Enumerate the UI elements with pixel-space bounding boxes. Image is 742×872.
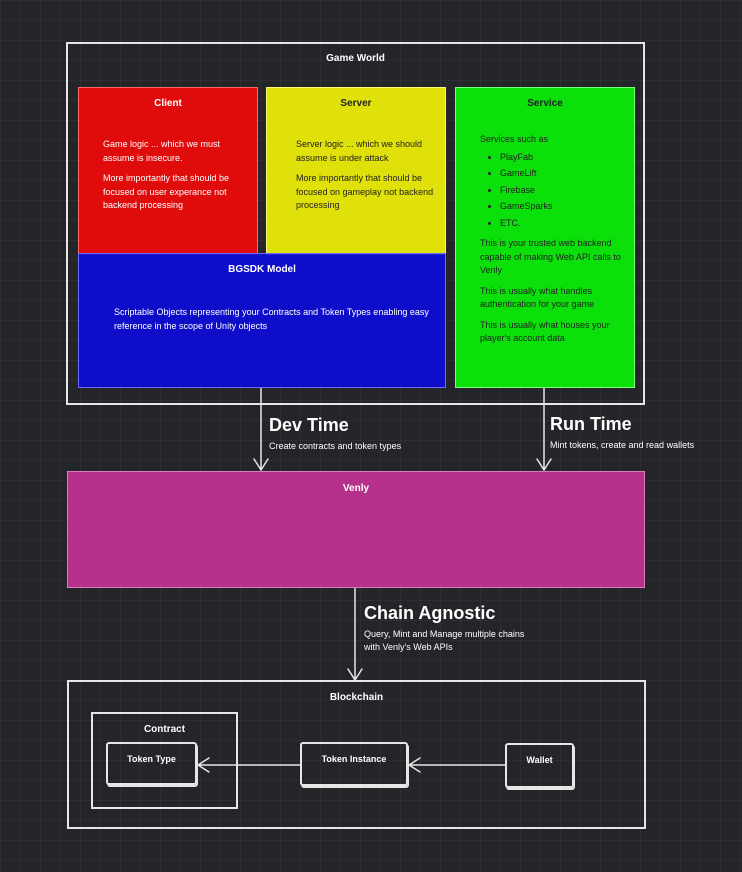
chain-agnostic-title: Chain Agnostic [364, 603, 496, 623]
service-note-3: This is usually what houses your player'… [480, 319, 610, 344]
client-title: Client [154, 98, 182, 109]
service-list-item: PlayFab [500, 151, 630, 165]
dev-time-title: Dev Time [269, 415, 349, 435]
instance-to-type-arrow [196, 757, 301, 773]
service-list-item: GameLift [500, 167, 630, 181]
run-time-subtitle: Mint tokens, create and read wallets [550, 440, 695, 450]
server-description: Server logic ... which we should assume … [296, 138, 441, 220]
client-description: Game logic ... which we must assume is i… [103, 138, 251, 220]
client-line-1: Game logic ... which we must assume is i… [103, 139, 221, 163]
game-world-title: Game World [326, 53, 385, 64]
chain-agnostic-arrow [347, 587, 363, 682]
service-note-2: This is usually what handles authenticat… [480, 285, 595, 310]
service-description: Services such as PlayFab GameLift Fireba… [480, 133, 630, 353]
contract-container: Contract [91, 712, 238, 809]
run-time-arrow [536, 387, 552, 472]
server-box: Server Server logic ... which we should … [266, 87, 446, 255]
service-list-item: Firebase [500, 184, 630, 198]
token-instance-label: Token Instance [321, 754, 387, 764]
run-time-title: Run Time [550, 414, 632, 434]
service-list: PlayFab GameLift Firebase GameSparks ETC… [480, 151, 630, 231]
client-box: Client Game logic ... which we must assu… [78, 87, 258, 255]
service-list-item: ETC. [500, 217, 630, 231]
server-line-1: Server logic ... which we should assume … [296, 139, 423, 163]
server-line-2: More importantly that should be focused … [296, 173, 434, 210]
blockchain-container: Blockchain [67, 680, 646, 829]
venly-title: Venly [342, 483, 370, 494]
chain-agnostic-subtitle-2: with Venly's Web APIs [364, 642, 453, 652]
contract-title: Contract [143, 724, 186, 735]
bgsdk-model-box: BGSDK Model Scriptable Objects represent… [78, 253, 446, 388]
wallet-label: Wallet [526, 755, 553, 765]
server-title: Server [340, 98, 372, 109]
dev-time-arrow [253, 387, 269, 472]
bgsdk-model-description: Scriptable Objects representing your Con… [114, 307, 429, 331]
game-world-container: Game World [66, 42, 645, 405]
bgsdk-model-title: BGSDK Model [228, 264, 296, 275]
service-box: Service Services such as PlayFab GameLif… [455, 87, 635, 388]
dev-time-subtitle: Create contracts and token types [269, 441, 402, 451]
venly-box: Venly [67, 471, 645, 588]
wallet-to-instance-arrow [407, 757, 506, 773]
service-list-item: GameSparks [500, 200, 630, 214]
service-note-1: This is your trusted web backend capable… [480, 238, 621, 275]
token-instance-node: Token Instance [300, 742, 408, 786]
service-intro: Services such as [480, 134, 549, 144]
client-line-2: More importantly that should be focused … [103, 173, 230, 210]
chain-agnostic-subtitle-1: Query, Mint and Manage multiple chains [364, 629, 525, 639]
token-type-node: Token Type [106, 742, 197, 785]
service-title: Service [527, 98, 563, 109]
wallet-node: Wallet [505, 743, 574, 788]
blockchain-title: Blockchain [329, 692, 384, 703]
token-type-label: Token Type [127, 754, 176, 764]
